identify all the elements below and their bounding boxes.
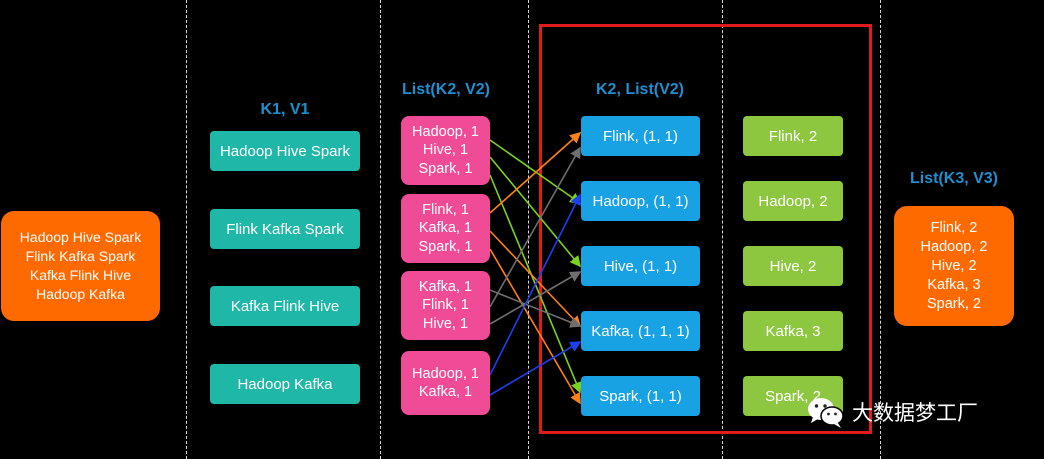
split-box: Flink Kafka Spark bbox=[210, 209, 360, 249]
map-output-box: Flink, 1 Kafka, 1 Spark, 1 bbox=[401, 194, 490, 263]
arrow bbox=[489, 193, 581, 376]
arrow bbox=[489, 139, 582, 204]
divider-line bbox=[880, 0, 881, 459]
split-box: Hadoop Kafka bbox=[210, 364, 360, 404]
arrow bbox=[489, 230, 582, 328]
reduce-box: Hive, 2 bbox=[743, 246, 843, 286]
arrow bbox=[489, 271, 582, 325]
watermark-text: 大数据梦工厂 bbox=[852, 402, 978, 425]
divider-line bbox=[186, 0, 187, 459]
reduce-box: Kafka, 3 bbox=[743, 311, 843, 351]
shuffle-box: Flink, (1, 1) bbox=[581, 116, 700, 156]
shuffle-box: Hadoop, (1, 1) bbox=[581, 181, 700, 221]
header-list-k2-v2: List(K2, V2) bbox=[401, 81, 490, 98]
map-output-box: Hadoop, 1 Hive, 1 Spark, 1 bbox=[401, 116, 490, 185]
shuffle-box: Spark, (1, 1) bbox=[581, 376, 700, 416]
result-box: Flink, 2 Hadoop, 2 Hive, 2 Kafka, 3 Spar… bbox=[894, 206, 1014, 326]
reduce-box: Flink, 2 bbox=[743, 116, 843, 156]
split-box: Kafka Flink Hive bbox=[210, 286, 360, 326]
arrow bbox=[489, 156, 582, 268]
map-output-box: Hadoop, 1 Kafka, 1 bbox=[401, 351, 490, 415]
arrow bbox=[489, 289, 582, 328]
reduce-box: Hadoop, 2 bbox=[743, 181, 843, 221]
shuffle-box: Hive, (1, 1) bbox=[581, 246, 700, 286]
arrow bbox=[489, 341, 582, 396]
divider-line bbox=[380, 0, 381, 459]
shuffle-reduce-frame bbox=[539, 24, 872, 434]
header-list-k3-v3: List(K3, V3) bbox=[909, 170, 998, 187]
divider-line bbox=[722, 0, 723, 459]
input-box: Hadoop Hive Spark Flink Kafka Spark Kafk… bbox=[1, 211, 160, 321]
arrow bbox=[489, 248, 581, 405]
shuffle-box: Kafka, (1, 1, 1) bbox=[581, 311, 700, 351]
arrow bbox=[489, 131, 582, 214]
map-output-box: Kafka, 1 Flink, 1 Hive, 1 bbox=[401, 271, 490, 340]
wechat-icon bbox=[808, 398, 844, 428]
split-box: Hadoop Hive Spark bbox=[210, 131, 360, 171]
header-k2-list-v2: K2, List(V2) bbox=[595, 81, 684, 98]
watermark: 大数据梦工厂 bbox=[806, 392, 978, 432]
header-k1-v1: K1, V1 bbox=[260, 101, 310, 118]
divider-line bbox=[528, 0, 529, 459]
arrow bbox=[489, 146, 581, 308]
